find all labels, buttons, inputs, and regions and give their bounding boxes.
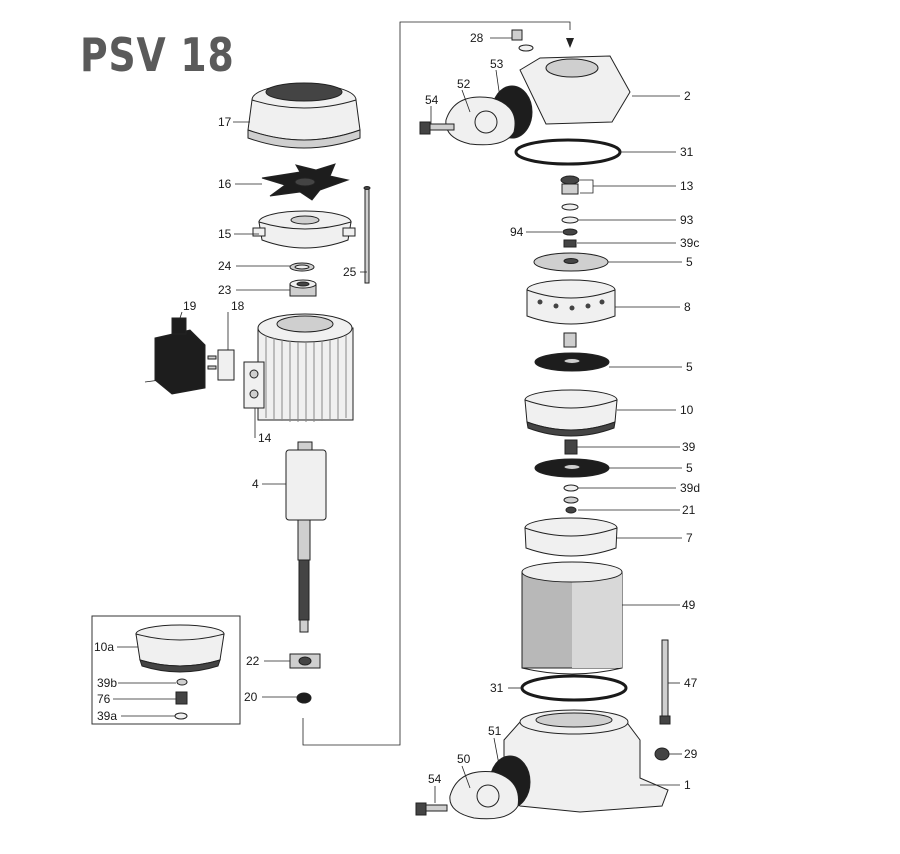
part-94-ring — [562, 228, 578, 236]
label-8: 8 — [684, 300, 691, 314]
diagram-title: PSV 18 — [80, 28, 235, 82]
part-8-stage-casing — [526, 279, 616, 325]
label-94: 94 — [510, 225, 524, 239]
assembly-path-line — [302, 21, 571, 746]
part-1-pump-base — [503, 709, 669, 813]
label-50: 50 — [457, 752, 471, 766]
label-5-c: 5 — [686, 461, 693, 475]
part-17-fan-cover — [247, 82, 361, 149]
label-10a: 10a — [94, 640, 114, 654]
part-50-oval-flange — [449, 771, 519, 820]
part-10-diffuser — [524, 389, 618, 437]
part-54-bolt-bottom — [415, 802, 448, 816]
label-31-top: 31 — [680, 145, 694, 159]
part-25-tie-rod — [363, 186, 371, 284]
part-39b-bush — [176, 678, 188, 686]
part-4-rotor-shaft — [285, 441, 327, 633]
label-39b: 39b — [97, 676, 117, 690]
part-24-washer — [289, 262, 315, 272]
part-14-motor-housing — [243, 313, 354, 422]
part-13-mechanical-seal — [560, 175, 580, 211]
label-5-a: 5 — [686, 255, 693, 269]
label-18: 18 — [231, 299, 245, 313]
label-2: 2 — [684, 89, 691, 103]
label-17: 17 — [218, 115, 232, 129]
part-16-fan — [261, 163, 350, 201]
part-39d-washer — [563, 484, 579, 492]
label-93: 93 — [680, 213, 694, 227]
part-2-pump-head — [519, 55, 631, 125]
part-39-spacer-upper — [563, 332, 577, 348]
label-1: 1 — [684, 778, 691, 792]
label-10: 10 — [680, 403, 694, 417]
label-52: 52 — [457, 77, 471, 91]
label-51: 51 — [488, 724, 502, 738]
label-53: 53 — [490, 57, 504, 71]
label-13: 13 — [680, 179, 694, 193]
label-24: 24 — [218, 259, 232, 273]
label-76: 76 — [97, 692, 111, 706]
part-10a-diffuser — [135, 624, 225, 673]
part-31-o-ring-top — [514, 138, 622, 166]
part-54-bolt-top — [419, 121, 455, 135]
label-39: 39 — [682, 440, 696, 454]
part-47-tie-rod — [659, 639, 671, 725]
label-20: 20 — [244, 690, 258, 704]
label-5-b: 5 — [686, 360, 693, 374]
part-76-bush — [175, 691, 188, 705]
label-14: 14 — [258, 431, 272, 445]
leader-lines — [113, 37, 682, 803]
label-54-top: 54 — [425, 93, 439, 107]
label-39a: 39a — [97, 709, 117, 723]
label-39c: 39c — [680, 236, 699, 250]
part-19-terminal-box-cover — [144, 317, 206, 395]
part-22-bearing — [289, 653, 321, 669]
label-4: 4 — [252, 477, 259, 491]
part-7-diffuser — [524, 517, 618, 557]
part-labels: 28 52 53 54 2 31 13 93 94 39c 5 8 5 10 3… — [94, 31, 700, 792]
label-16: 16 — [218, 177, 232, 191]
inset-box — [91, 615, 241, 725]
label-47: 47 — [684, 676, 698, 690]
part-52-oval-flange — [445, 96, 516, 146]
part-39c-bush — [563, 239, 577, 248]
assembly-arrow — [566, 38, 574, 48]
part-39-spacer — [564, 439, 578, 455]
part-18-terminal-block — [207, 349, 235, 381]
label-39d: 39d — [680, 481, 700, 495]
label-31-bottom: 31 — [490, 681, 504, 695]
label-25: 25 — [343, 265, 357, 279]
part-21-nut — [563, 496, 579, 514]
part-93-washer — [561, 216, 579, 224]
part-20-nut — [296, 692, 312, 704]
label-7: 7 — [686, 531, 693, 545]
part-49-outer-sleeve — [521, 561, 623, 675]
part-5-impeller-a — [533, 252, 609, 272]
part-5-impeller-c — [534, 458, 610, 478]
part-23-bearing — [289, 279, 317, 297]
label-19: 19 — [183, 299, 197, 313]
label-21: 21 — [682, 503, 696, 517]
part-28-plug — [511, 29, 534, 52]
label-54-bottom: 54 — [428, 772, 442, 786]
label-28: 28 — [470, 31, 484, 45]
part-15-end-shield — [252, 210, 356, 249]
label-23: 23 — [218, 283, 232, 297]
label-15: 15 — [218, 227, 232, 241]
part-39a-washer — [174, 712, 188, 720]
label-22: 22 — [246, 654, 260, 668]
part-31-o-ring-bottom — [520, 674, 628, 702]
part-5-impeller-b — [534, 352, 610, 372]
label-29: 29 — [684, 747, 698, 761]
label-49: 49 — [682, 598, 696, 612]
part-29-plug — [654, 747, 670, 761]
